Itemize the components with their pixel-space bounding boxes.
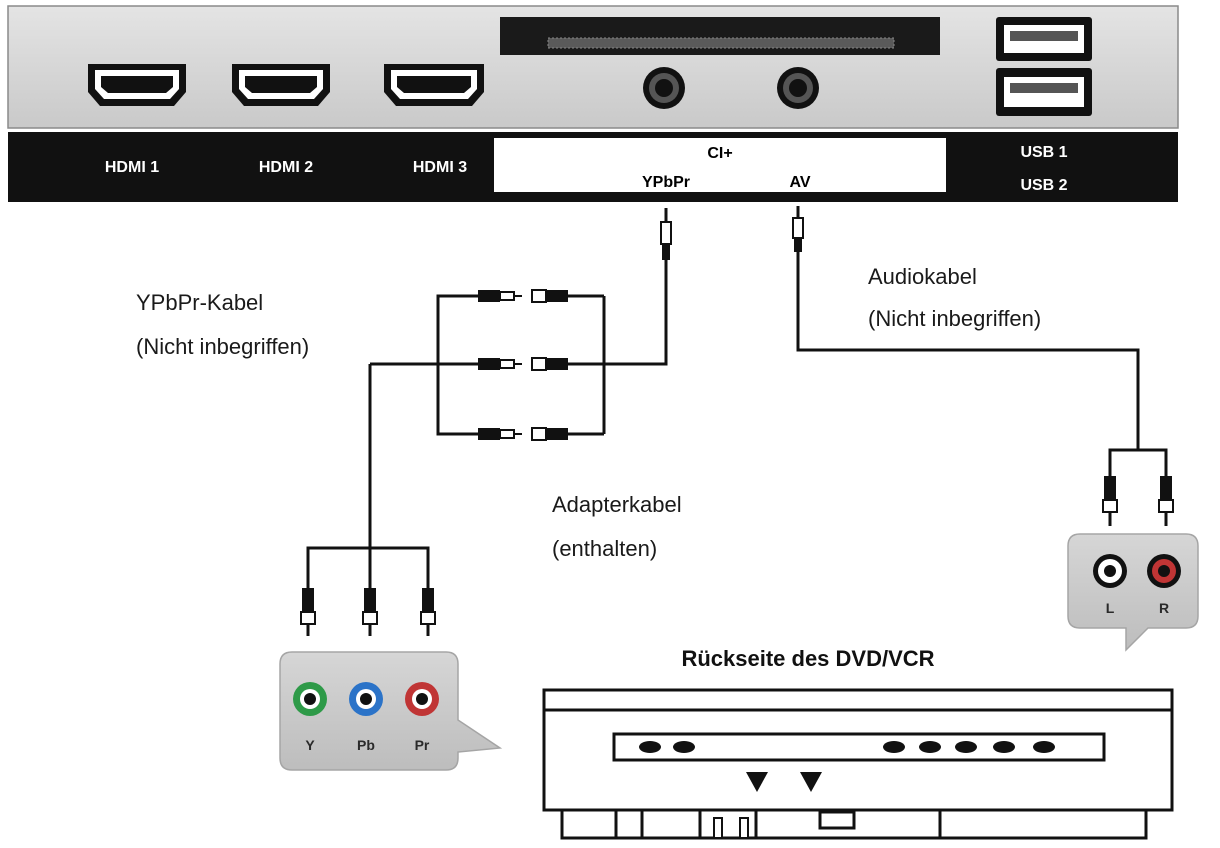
ypbpr-input-jack (643, 67, 685, 109)
audio-cable-label: Audiokabel (868, 264, 977, 289)
hdmi2-label: HDMI 2 (259, 159, 313, 176)
adapter-plug-pair-bottom (478, 427, 568, 441)
hdmi-port-1 (88, 64, 186, 106)
audio-r-label: R (1159, 600, 1169, 616)
hdmi1-label: HDMI 1 (105, 159, 159, 176)
adapter-cable-note: (enthalten) (552, 536, 657, 561)
pb-jack-label: Pb (357, 737, 375, 753)
pr-jack-label: Pr (415, 737, 430, 753)
ci-label: CI+ (707, 145, 732, 162)
dvd-rear-title: Rückseite des DVD/VCR (681, 646, 934, 671)
tv-back-panel: HDMI 1 HDMI 2 HDMI 3 CI+ YPbPr AV USB 1 … (7, 5, 1179, 202)
av-label: AV (789, 174, 810, 191)
hdmi3-label: HDMI 3 (413, 159, 467, 176)
audio-cable-note: (Nicht inbegriffen) (868, 306, 1041, 331)
adapter-plug-pair-middle (478, 357, 568, 371)
adapter-cable-label: Adapterkabel (552, 492, 682, 517)
ci-card-slot (500, 17, 940, 55)
usb1-label: USB 1 (1020, 144, 1067, 161)
ypbpr-cable-label: YPbPr-Kabel (136, 290, 263, 315)
ypbpr-label: YPbPr (642, 174, 690, 191)
y-jack-label: Y (305, 737, 315, 753)
ypbpr-cable-note: (Nicht inbegriffen) (136, 334, 309, 359)
usb-port-1 (996, 17, 1092, 61)
ypbpr-adapter-cable (300, 208, 672, 636)
hdmi-port-2 (232, 64, 330, 106)
pb-jack (349, 682, 383, 716)
down-arrow-icon (800, 772, 822, 792)
dvd-vcr-rear-panel (542, 688, 1174, 840)
audio-l-label: L (1106, 600, 1115, 616)
dvd-connector-row (639, 741, 1055, 753)
usb-port-2 (996, 68, 1092, 116)
audio-rca-plug-r (1158, 476, 1174, 526)
av-mini-plug (792, 206, 804, 252)
ypbpr-rca-plug-pr (420, 588, 436, 636)
ypbpr-rca-plug-pb (362, 588, 378, 636)
hdmi-port-3 (384, 64, 484, 106)
down-arrow-icon (746, 772, 768, 792)
audio-cable (792, 206, 1174, 526)
audio-jack-callout: L R (1067, 533, 1199, 652)
av-input-jack (777, 67, 819, 109)
audio-rca-plug-l (1102, 476, 1118, 526)
pr-jack (405, 682, 439, 716)
ypbpr-rca-plug-y (300, 588, 316, 636)
audio-l-jack (1093, 554, 1127, 588)
component-jack-callout: Y Pb Pr (279, 651, 503, 771)
y-jack (293, 682, 327, 716)
audio-r-jack (1147, 554, 1181, 588)
ci-label-box (494, 138, 946, 192)
usb2-label: USB 2 (1020, 177, 1067, 194)
adapter-plug-pair-top (478, 289, 568, 303)
ypbpr-mini-plug (660, 208, 672, 260)
